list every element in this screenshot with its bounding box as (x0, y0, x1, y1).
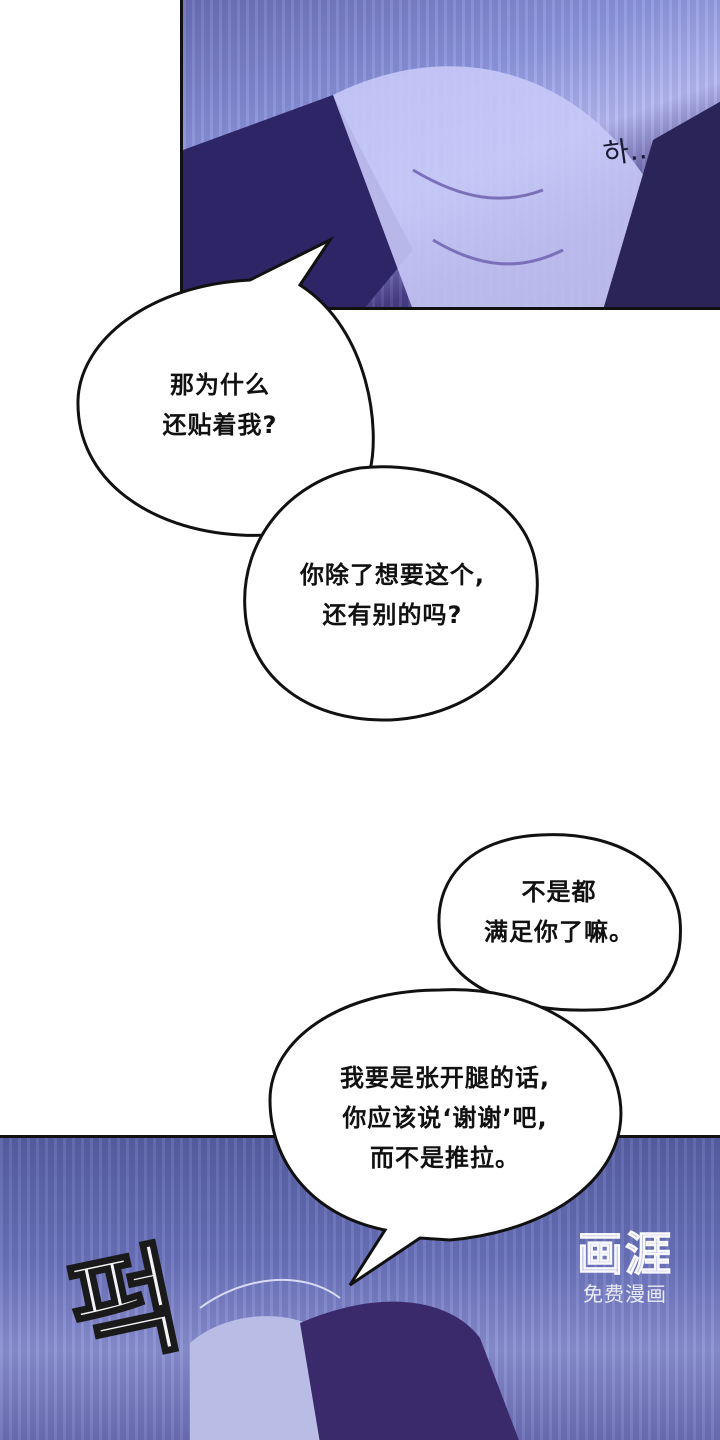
speech-bubble-4-text: 我要是张开腿的话, 你应该说‘谢谢’吧, 而不是推拉。 (280, 1058, 610, 1178)
watermark-caption: 免费漫画 (583, 1282, 667, 1306)
speech-bubble-3-text: 不是都 满足你了嘛。 (448, 872, 670, 952)
speech-bubble-4 (268, 988, 623, 1287)
dialogue-line: 你应该说‘谢谢’吧, (342, 1104, 548, 1132)
dialogue-line: 还有别的吗? (322, 601, 463, 629)
bottom-comic-panel (0, 1135, 720, 1440)
falling-figure-illustration (190, 1278, 519, 1440)
dialogue-line: 满足你了嘛。 (484, 918, 634, 946)
speech-bubble-2-text: 你除了想要这个, 还有别的吗? (250, 555, 535, 635)
watermark: 画涯 免费漫画 (560, 1228, 690, 1308)
speech-bubble-1-text: 那为什么 还贴着我? (110, 365, 330, 445)
dialogue-line: 还贴着我? (162, 411, 278, 439)
dialogue-line: 我要是张开腿的话, (339, 1064, 551, 1092)
dialogue-line: 不是都 (521, 878, 597, 906)
top-comic-panel (180, 0, 720, 310)
speech-bubble-1 (76, 236, 375, 537)
dialogue-line: 而不是推拉。 (370, 1144, 520, 1172)
speech-bubble-2 (243, 465, 539, 722)
dialogue-line: 你除了想要这个, (299, 561, 486, 589)
chest-illustration (183, 66, 720, 307)
speech-bubble-3 (437, 833, 682, 1012)
dialogue-line: 那为什么 (170, 371, 270, 399)
watermark-logo: 画涯 (577, 1227, 673, 1281)
